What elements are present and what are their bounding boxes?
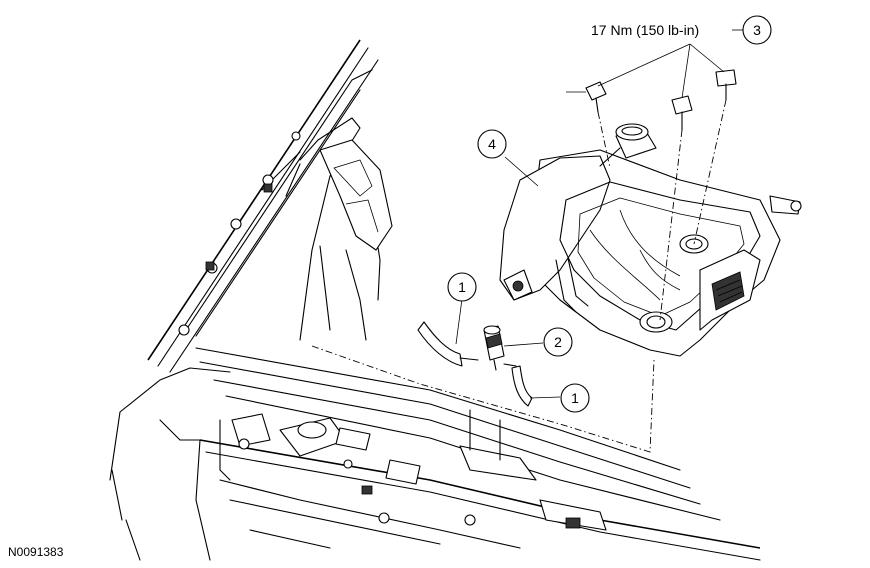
leader-lines bbox=[455, 29, 756, 399]
svg-text:2: 2 bbox=[554, 334, 562, 350]
torque-spec-label: 17 Nm (150 lb-in) bbox=[591, 22, 699, 38]
callout-4: 4 bbox=[477, 129, 507, 159]
hose-routing-line bbox=[311, 345, 655, 453]
svg-text:4: 4 bbox=[488, 136, 496, 152]
washer-hose-lower bbox=[503, 363, 533, 407]
bolt-2 bbox=[671, 95, 693, 131]
callout-1-upper: 1 bbox=[447, 272, 477, 302]
svg-text:1: 1 bbox=[458, 279, 466, 295]
callout-3: 3 bbox=[742, 15, 772, 45]
vehicle-front-structure bbox=[109, 39, 761, 561]
bolt-1 bbox=[566, 81, 607, 113]
figure-id: N0091383 bbox=[8, 545, 64, 559]
washer-reservoir bbox=[499, 123, 802, 357]
mounting-bolts bbox=[566, 69, 737, 321]
callout-1-lower: 1 bbox=[560, 383, 590, 413]
washer-pump bbox=[483, 325, 505, 371]
svg-text:1: 1 bbox=[571, 390, 579, 406]
bolt-3 bbox=[715, 69, 737, 101]
svg-text:3: 3 bbox=[753, 22, 761, 38]
callout-2: 2 bbox=[543, 327, 573, 357]
washer-hose-upper bbox=[417, 321, 479, 367]
